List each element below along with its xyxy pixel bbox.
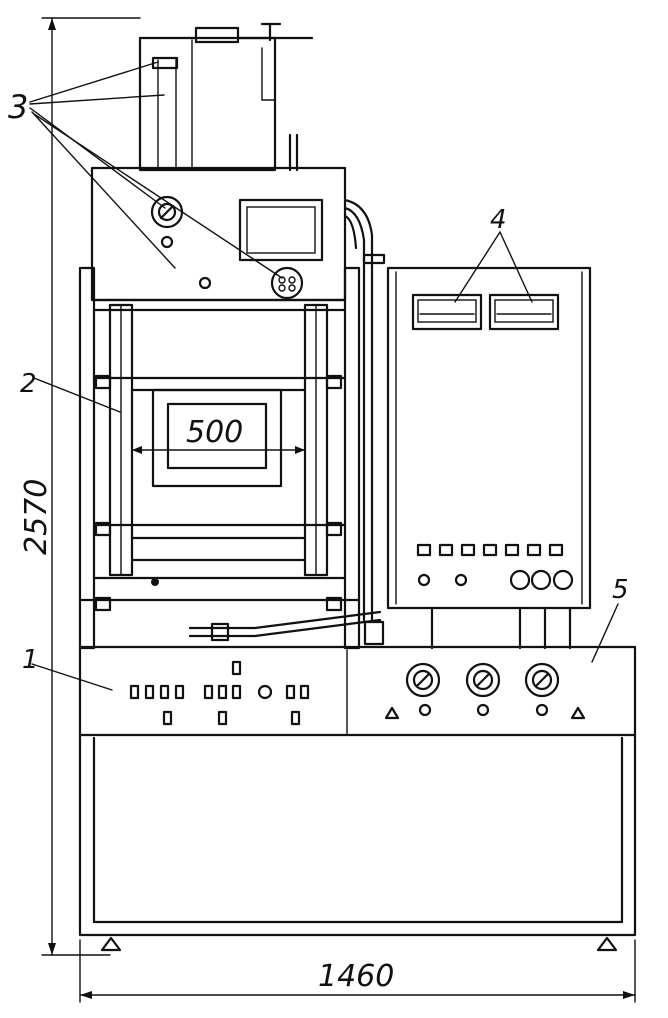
inner-width-label: 500 <box>186 415 243 450</box>
electrical-cabinet <box>386 266 592 650</box>
callout-4-label: 4 <box>490 205 507 235</box>
callout-5-label: 5 <box>612 575 629 605</box>
callout-1: 1 <box>22 645 113 691</box>
press-frame <box>78 266 385 650</box>
callout-2: 2 <box>20 369 121 413</box>
gauge-meter-right <box>488 293 560 331</box>
callout-4: 4 <box>454 205 533 303</box>
inner-width-dimension: 500 <box>131 415 306 454</box>
machine-base <box>78 645 637 952</box>
callout-5: 5 <box>591 575 629 663</box>
height-dimension-label: 2570 <box>19 479 54 555</box>
callout-2-label: 2 <box>20 369 37 399</box>
top-cylinder-assembly <box>138 22 314 172</box>
callout-3-label: 3 <box>8 88 28 126</box>
instrument-panel <box>384 662 586 720</box>
cabinet-buttons <box>416 543 574 591</box>
width-dimension-label: 1460 <box>318 959 394 994</box>
control-console <box>129 660 310 726</box>
callout-3: 3 <box>8 61 283 279</box>
callout-1-label: 1 <box>22 645 39 675</box>
height-dimension: 2570 <box>19 17 141 956</box>
upper-head-block <box>90 166 386 622</box>
gauge-meter-left <box>411 293 483 331</box>
width-dimension: 1460 <box>79 939 636 1003</box>
